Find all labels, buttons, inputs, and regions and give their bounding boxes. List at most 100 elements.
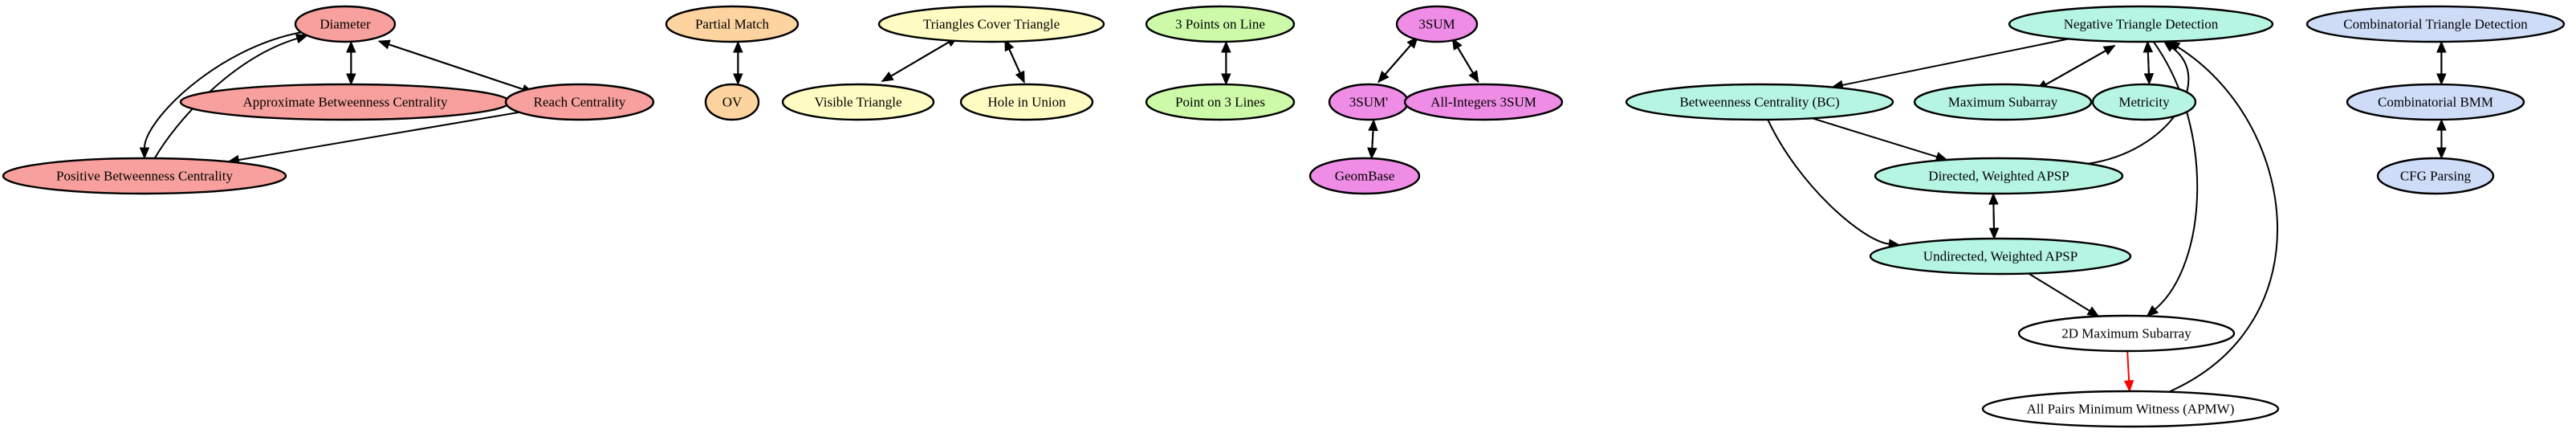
node-three-points-line: 3 Points on Line — [1145, 5, 1296, 43]
node-shape — [959, 83, 1094, 121]
node-shape — [1395, 5, 1479, 43]
node-label: Partial Match — [695, 17, 770, 32]
edge-line — [389, 43, 534, 94]
node-undirected-apsp: Undirected, Weighted APSP — [1869, 237, 2132, 276]
node-label: Negative Triangle Detection — [2064, 17, 2219, 32]
node-label: Metricity — [2118, 95, 2170, 110]
arrowhead-icon — [377, 39, 391, 50]
node-shape — [665, 5, 800, 43]
edge-neg-triangle-to-max-subarray-2d — [2146, 41, 2199, 317]
edge-undirected-apsp-to-directed-apsp — [1988, 192, 1999, 239]
node-label: Visible Triangle — [814, 95, 901, 110]
edge-line — [2126, 350, 2130, 382]
edge-layer — [139, 31, 2447, 393]
arrowhead-icon — [295, 34, 308, 44]
node-label: Approximate Betweenness Centrality — [243, 95, 448, 110]
node-shape — [2, 157, 287, 195]
node-positive-bc: Positive Betweenness Centrality — [2, 157, 287, 195]
node-all-integers-3sum: All-Integers 3SUM — [1403, 83, 1564, 121]
edge-reach-centrality-to-diameter — [377, 39, 534, 94]
node-point-three-lines: Point on 3 Lines — [1145, 83, 1296, 121]
edge-line — [1992, 204, 1996, 239]
edge-comb-bmm-to-comb-triangle — [2436, 40, 2447, 85]
node-ov: OV — [704, 83, 760, 121]
edge-point-three-lines-to-three-points-line — [1221, 40, 1231, 85]
node-label: Maximum Subarray — [1948, 95, 2058, 110]
arrowhead-icon — [2146, 304, 2159, 317]
node-label: 2D Maximum Subarray — [2061, 326, 2191, 341]
edge-diameter-to-positive-bc — [139, 31, 302, 160]
node-shape — [2091, 83, 2197, 121]
node-shape — [2008, 5, 2274, 43]
node-bc: Betweenness Centrality (BC) — [1625, 83, 1894, 121]
arrowhead-icon — [2436, 40, 2447, 53]
edge-line — [1008, 48, 1025, 84]
node-label: GeomBase — [1335, 169, 1395, 184]
edge-line — [238, 111, 520, 161]
edge-line — [1370, 130, 1374, 159]
arrowhead-icon — [2436, 118, 2447, 131]
node-shape — [2017, 314, 2236, 353]
node-shape — [704, 83, 760, 121]
edge-hole-in-union-to-triangles-cover — [1004, 39, 1025, 84]
node-shape — [2346, 83, 2525, 121]
node-max-subarray-2d: 2D Maximum Subarray — [2017, 314, 2236, 353]
node-visible-triangle: Visible Triangle — [781, 83, 935, 121]
node-threesum: 3SUM — [1395, 5, 1479, 43]
node-shape — [1981, 390, 2280, 428]
edge-apmw-to-neg-triangle — [2167, 40, 2278, 393]
node-label: Diameter — [319, 17, 371, 32]
node-shape — [877, 5, 1105, 43]
arrowhead-icon — [346, 40, 356, 53]
node-label: 3SUM' — [1349, 95, 1388, 110]
node-label: All-Integers 3SUM — [1430, 95, 1536, 110]
node-hole-in-union: Hole in Union — [959, 83, 1094, 121]
arrowhead-icon — [2123, 380, 2134, 393]
node-label: OV — [722, 95, 743, 110]
node-comb-triangle: Combinatorial Triangle Detection — [2305, 5, 2566, 43]
node-partial-match: Partial Match — [665, 5, 800, 43]
node-comb-bmm: Combinatorial BMM — [2346, 83, 2525, 121]
node-shape — [504, 83, 655, 121]
edge-line — [2168, 46, 2278, 393]
node-label: Hole in Union — [987, 95, 1066, 110]
node-shape — [1145, 5, 1296, 43]
node-shape — [1145, 83, 1296, 121]
node-shape — [1913, 83, 2093, 121]
edge-line — [1841, 38, 2069, 86]
node-label: 3 Points on Line — [1175, 17, 1265, 32]
edge-visible-triangle-to-triangles-cover — [881, 36, 959, 83]
node-approx-bc: Approximate Betweenness Centrality — [179, 83, 511, 121]
node-label: Triangles Cover Triangle — [923, 17, 1060, 32]
node-shape — [294, 5, 397, 43]
node-shape — [1308, 157, 1421, 195]
node-neg-triangle: Negative Triangle Detection — [2008, 5, 2274, 43]
node-label: Betweenness Centrality (BC) — [1679, 95, 1839, 110]
edge-max-subarray-to-neg-triangle — [2036, 45, 2116, 91]
arrowhead-icon — [2143, 40, 2154, 53]
node-label: Reach Centrality — [534, 95, 626, 110]
edge-bc-to-directed-apsp — [1812, 117, 1948, 162]
edge-line — [144, 31, 302, 149]
node-max-subarray: Maximum Subarray — [1913, 83, 2093, 121]
node-shape — [1403, 83, 1564, 121]
edge-approx-bc-to-diameter — [346, 40, 356, 84]
node-label: Combinatorial BMM — [2378, 95, 2493, 110]
node-triangles-cover: Triangles Cover Triangle — [877, 5, 1105, 43]
node-geombase: GeomBase — [1308, 157, 1421, 195]
arrowhead-icon — [2167, 40, 2181, 51]
edge-line — [1767, 119, 1890, 245]
edge-line — [2028, 272, 2090, 312]
edge-max-subarray-2d-to-apmw — [2123, 350, 2134, 393]
node-shape — [2305, 5, 2566, 43]
edge-line — [2152, 41, 2199, 310]
edge-threesum-prime-to-threesum — [1378, 36, 1418, 83]
arrowhead-icon — [2086, 306, 2100, 317]
arrowhead-icon — [139, 147, 150, 160]
node-shape — [781, 83, 935, 121]
edge-line — [1812, 117, 1938, 158]
node-label: Point on 3 Lines — [1175, 95, 1265, 110]
node-directed-apsp: Directed, Weighted APSP — [1874, 157, 2124, 195]
